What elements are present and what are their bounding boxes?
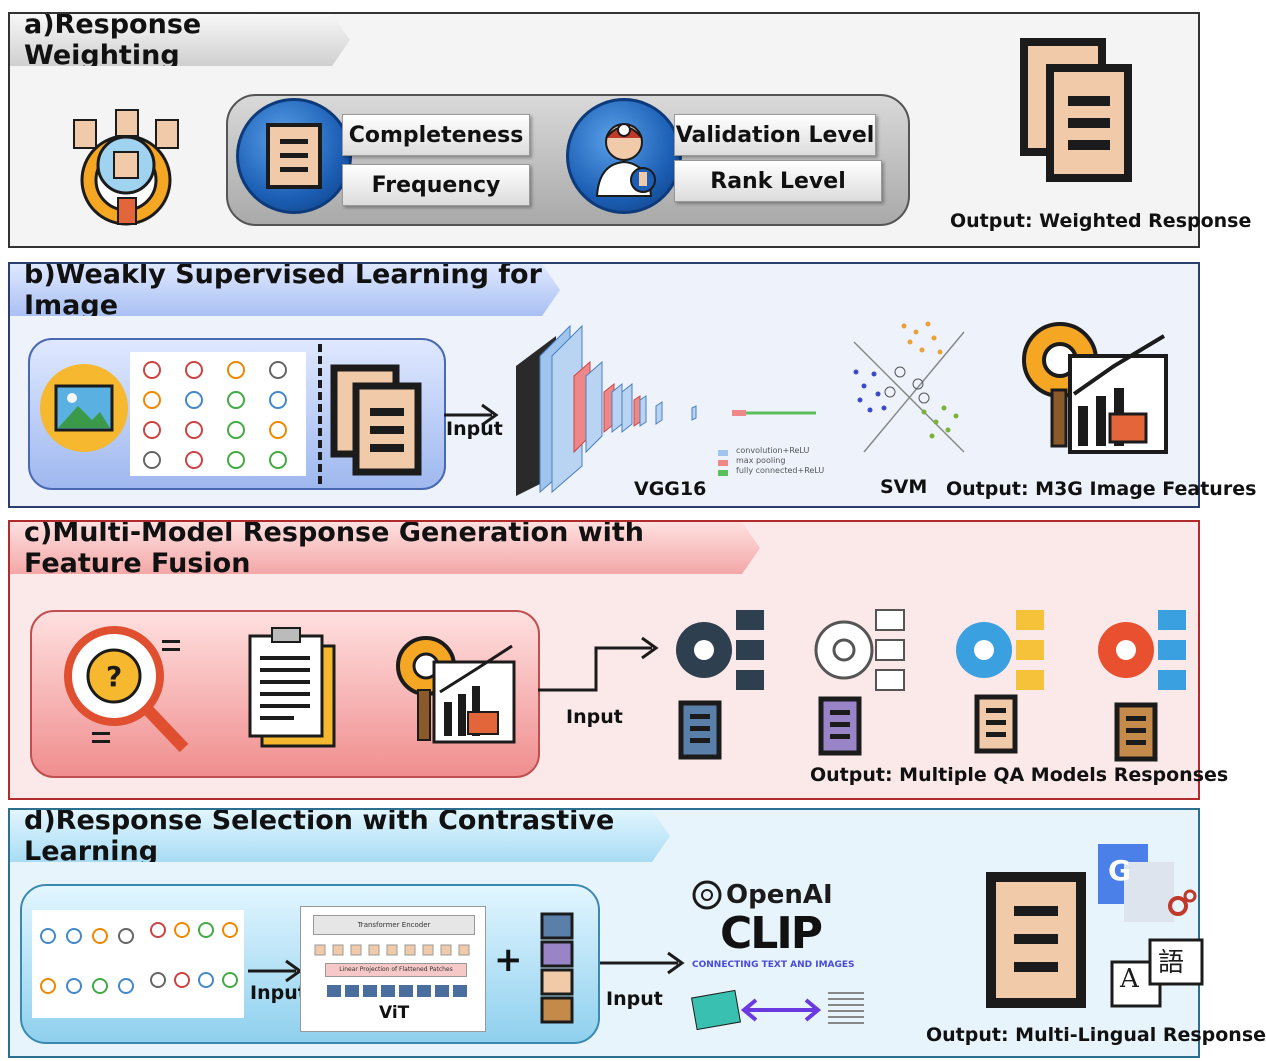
vit-linear-projection: Linear Projection of Flattened Patches <box>325 963 467 977</box>
arrow-icon <box>444 403 499 427</box>
clip-text: CLIP <box>720 908 823 959</box>
vgg16-label: VGG16 <box>634 478 707 500</box>
panel-multi-model: c)Multi-Model Response Generation with F… <box>8 520 1228 800</box>
panel-d-input-label-1: Input <box>250 982 307 1004</box>
vgg-legend-fc: fully connected+ReLU <box>736 466 825 475</box>
panel-b-input-label: Input <box>446 418 503 440</box>
qa-model-3-gear-icon <box>956 610 1044 690</box>
panel-d-input-label-2: Input <box>606 988 663 1010</box>
panel-a-output-label: Output: Weighted Response <box>950 210 1252 232</box>
step-arrow-icon <box>538 636 659 692</box>
image-text-contrastive-icon <box>690 989 864 1031</box>
question-search-icon: ? <box>64 626 189 753</box>
qa-model-1-gear-icon <box>676 610 764 690</box>
plus-sign: + <box>494 940 523 980</box>
text-document-icon <box>248 627 336 748</box>
vgg16-architecture-diagram <box>516 324 816 496</box>
panel-c-output-label: Output: Multiple QA Models Responses <box>810 764 1229 786</box>
completeness-pill: Completeness <box>342 114 530 156</box>
rank-level-pill: Rank Level <box>674 160 882 202</box>
doctor-round-button <box>566 98 682 214</box>
organ-icons-grid-d <box>40 922 238 994</box>
translate-g-letter: G <box>1108 854 1131 887</box>
svg-text:?: ? <box>106 660 122 693</box>
panel-d-title: d)Response Selection with Contrastive Le… <box>10 810 670 862</box>
medical-image-grid <box>130 352 306 476</box>
panel-d-output-label: Output: Multi-Lingual Response <box>926 1024 1266 1046</box>
panel-b-output-label: Output: M3G Image Features <box>946 478 1257 500</box>
vgg-legend-pool: max pooling <box>736 456 786 465</box>
openai-logo-icon <box>692 880 722 910</box>
doctor-icon <box>595 123 656 197</box>
document-icon <box>266 123 322 189</box>
translate-zh-letter: 語 <box>1158 948 1185 978</box>
validation-level-pill: Validation Level <box>674 114 876 156</box>
panel-c-input-label: Input <box>566 706 623 728</box>
vit-label: ViT <box>379 1003 410 1023</box>
vit-diagram: Transformer Encoder Linear Projection of… <box>300 906 486 1032</box>
openai-text: OpenAI <box>726 880 833 910</box>
frequency-pill: Frequency <box>342 164 530 206</box>
vit-transformer-encoder: Transformer Encoder <box>313 915 475 935</box>
panel-b-title: b)Weakly Supervised Learning for Image <box>10 264 560 316</box>
vgg-legend: convolution+ReLU max pooling fully conne… <box>736 446 824 476</box>
qa-model-4-document-icon <box>1114 702 1158 762</box>
svm-scatter-diagram <box>853 321 965 453</box>
vit-patch-row <box>327 985 467 997</box>
qa-model-1-document-icon <box>678 700 722 760</box>
vgg-legend-conv: convolution+ReLU <box>736 446 810 455</box>
weighted-response-documents-icon <box>1020 38 1132 182</box>
multilingual-response-document-icon <box>986 872 1086 1008</box>
image-icon <box>40 364 128 452</box>
qa-model-4-gear-icon <box>1098 610 1186 690</box>
fusion-analytics-icon <box>396 636 516 744</box>
qa-model-3-document-icon <box>974 694 1018 754</box>
panel-response-weighting: a)Response Weighting Completeness Freque… <box>8 12 1251 248</box>
organ-icons-grid <box>143 361 287 469</box>
translate-a-letter: A <box>1120 964 1139 994</box>
vit-token-row <box>314 944 470 956</box>
arrow-icon-d2 <box>600 951 685 975</box>
organ-grid-d <box>32 910 244 1018</box>
clip-tagline: CONNECTING TEXT AND IMAGES <box>692 960 855 970</box>
panel-weakly-supervised: b)Weakly Supervised Learning for Image I… <box>8 262 1256 508</box>
qa-model-2-gear-icon <box>814 609 905 691</box>
language-speech-icon <box>1110 938 1204 1008</box>
dashed-divider <box>318 344 322 484</box>
qa-model-2-document-icon <box>818 696 862 756</box>
svm-label: SVM <box>880 476 928 498</box>
panel-a-title: a)Response Weighting <box>10 14 350 66</box>
image-features-icon <box>1022 322 1168 454</box>
google-translate-icon <box>1098 844 1197 922</box>
completeness-round-button <box>236 98 352 214</box>
magnifier-gear-icon <box>73 109 179 226</box>
panel-response-selection: d)Response Selection with Contrastive Le… <box>8 808 1266 1058</box>
image-documents-icon <box>330 364 422 476</box>
panel-c-title: c)Multi-Model Response Generation with F… <box>10 522 760 574</box>
stacked-responses-icon <box>540 912 574 1024</box>
